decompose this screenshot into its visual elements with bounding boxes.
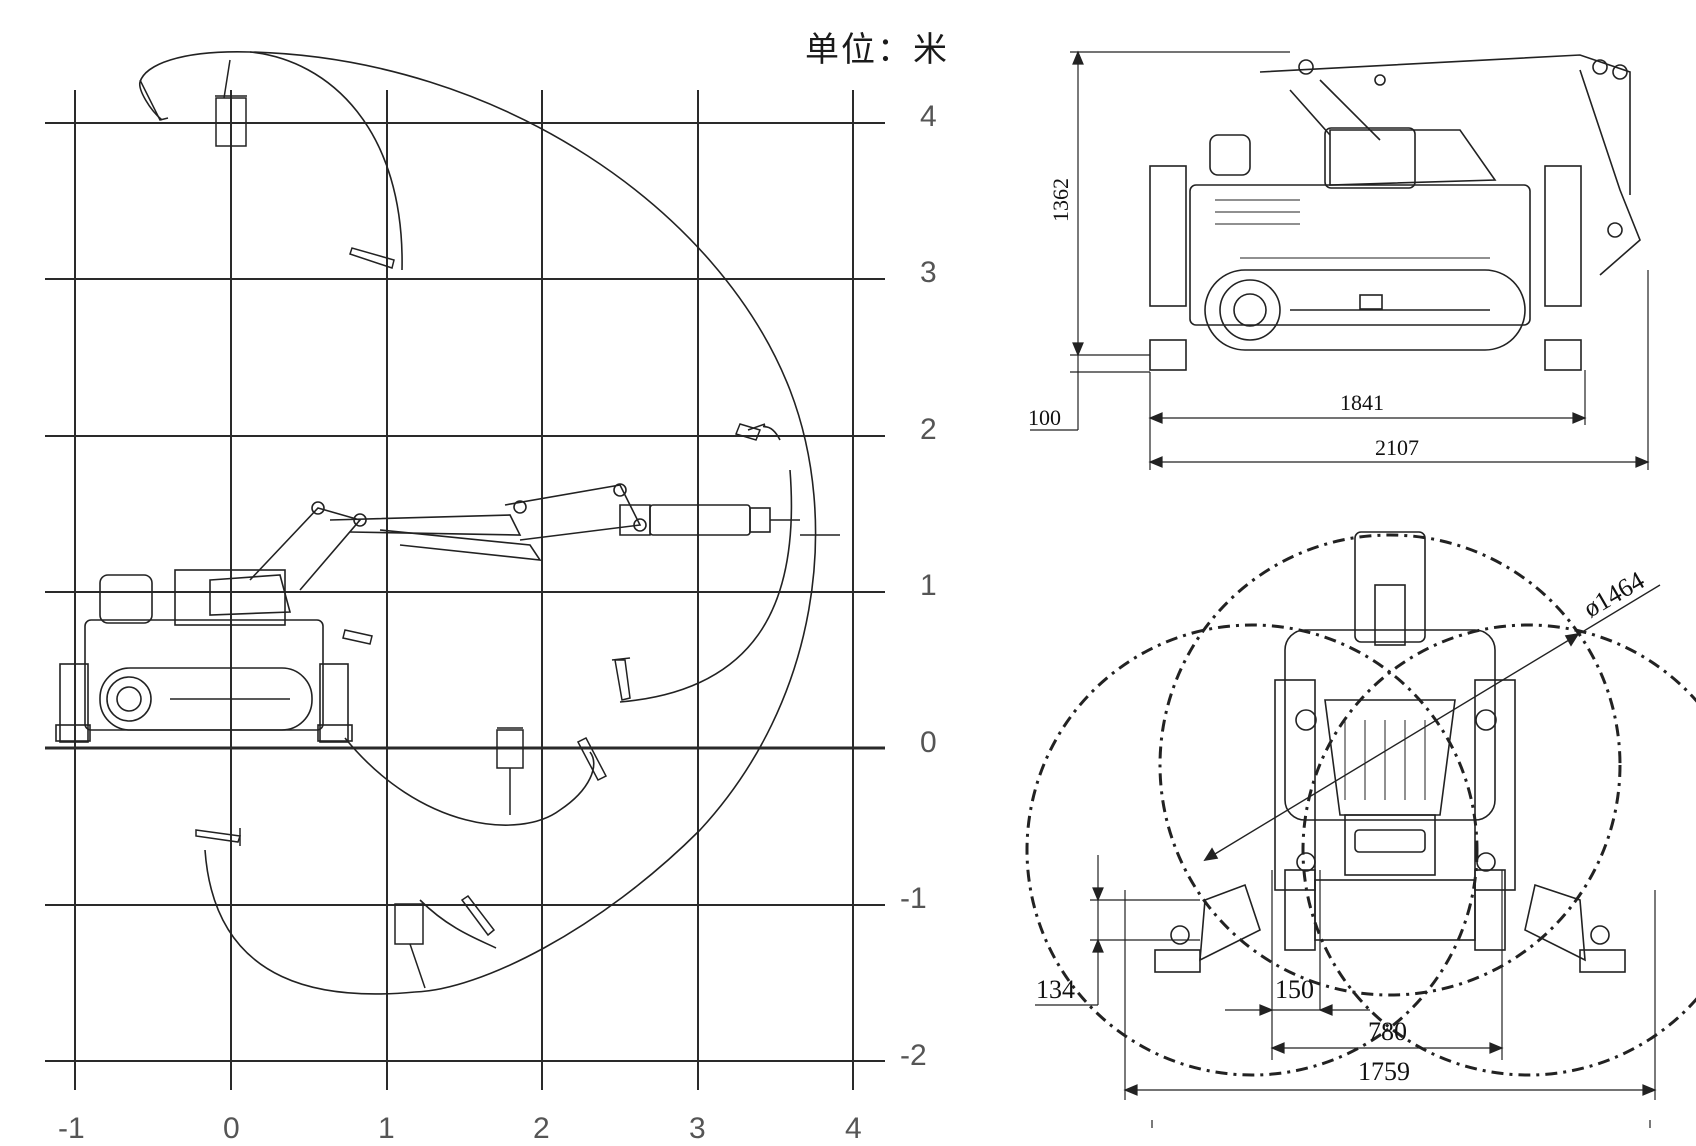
x-tick: 4	[845, 1112, 862, 1145]
x-tick: 3	[689, 1112, 706, 1145]
side-view-grille	[1215, 199, 1490, 259]
y-tick: 1	[920, 569, 937, 602]
ground-dimension-label: 134	[1036, 975, 1075, 1004]
side-view-dimensions	[1030, 50, 1650, 470]
front-view: ø1464 134 150 780 1759	[1025, 531, 1696, 1128]
grid-horizontal-lines	[45, 122, 885, 1062]
x-tick-labels: -1 0 1 2 3 4	[58, 1112, 862, 1145]
y-tick-labels: 4 3 2 1 0 -1 -2	[900, 100, 937, 1072]
grid-vertical-lines	[74, 90, 854, 1090]
overall-length-dimension-label: 2107	[1375, 435, 1419, 460]
y-tick: 3	[920, 256, 937, 289]
x-tick: 2	[533, 1112, 550, 1145]
slew-circles	[1025, 533, 1696, 1077]
x-tick: 1	[378, 1112, 395, 1145]
height-dimension-label: 1362	[1048, 178, 1073, 222]
outrigger-width-dimension-label: 1759	[1358, 1057, 1410, 1086]
track-length-dimension-label: 1841	[1340, 390, 1384, 415]
track-width-dimension-label: 780	[1368, 1017, 1407, 1046]
reach-envelope	[139, 51, 817, 995]
reach-chart: -1 0 1 2 3 4 4 3 2 1 0 -1 -2	[45, 51, 937, 1145]
robot-side-silhouette	[55, 483, 840, 743]
x-tick: 0	[223, 1112, 240, 1145]
y-tick: 4	[920, 100, 937, 133]
y-tick: 2	[920, 413, 937, 446]
side-view: 1362 100 1841 2107	[1028, 50, 1650, 470]
outrigger-dimension-label: 100	[1028, 405, 1061, 430]
y-tick: -2	[900, 1039, 927, 1072]
front-view-grille	[1344, 720, 1426, 800]
y-tick: 0	[920, 726, 937, 759]
unit-label: 单位：米	[805, 30, 949, 70]
front-view-dimensions	[1035, 855, 1657, 1128]
offset-dimension-label: 150	[1275, 975, 1314, 1004]
slew-diameter-label: ø1464	[1579, 566, 1650, 624]
breaker-positions	[139, 59, 766, 989]
x-tick: -1	[58, 1112, 85, 1145]
y-tick: -1	[900, 882, 927, 915]
